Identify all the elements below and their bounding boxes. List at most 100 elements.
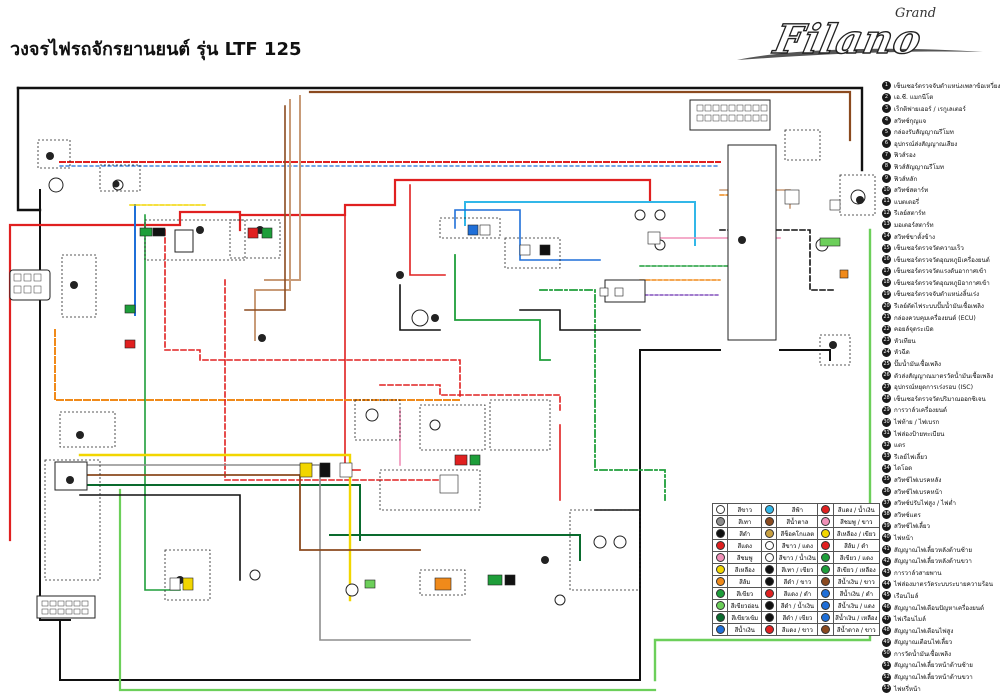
legend-number-icon: 35 (882, 475, 891, 485)
legend-number-icon: 52 (882, 672, 891, 682)
wire-color-name: สีดำ / น้ำเงิน (776, 599, 819, 612)
legend-label: แตร (894, 442, 906, 450)
wire-color-swatch-icon (715, 553, 725, 562)
wire-black (399, 284, 441, 331)
wire-color-swatch-icon (715, 565, 725, 574)
wire-red (238, 178, 652, 217)
lamp-icon (593, 535, 607, 549)
wire-green (454, 254, 551, 361)
legend-label: สวิทซ์แตร (894, 511, 921, 519)
component-box (379, 469, 481, 511)
wire-brown (244, 105, 286, 311)
component-box (61, 254, 97, 318)
fuel-pump-icon (411, 309, 429, 327)
legend-label: ปั๊มน้ำมันเชื้อเพลิง (894, 361, 942, 369)
legend-number-icon: 16 (882, 255, 891, 265)
lamp-icon (613, 535, 627, 549)
lamp-icon (554, 594, 566, 606)
wiring-diagram (8, 86, 876, 692)
wire-color-name: สีเขียว (727, 587, 763, 600)
legend-number-icon: 13 (882, 220, 891, 230)
color-key-row: สีเขียวเข้มสีดำ / เขียวสีน้ำเงิน / เหลือ… (711, 611, 881, 624)
wire-color-swatch-icon (820, 553, 830, 562)
legend-number-icon: 36 (882, 487, 891, 497)
legend-number-icon: 22 (882, 324, 891, 334)
legend-number-icon: 27 (882, 382, 891, 392)
wire-color-name: สีเทา (727, 515, 763, 528)
wire-color-name: สีเขียว / แดง (832, 551, 881, 564)
logo-swoosh-icon (737, 48, 983, 60)
legend-label: การวาล์วเครื่องยนต์ (894, 407, 947, 415)
wire-black (59, 349, 721, 681)
legend-number-icon: 6 (882, 139, 891, 149)
wire-color-swatch-icon (820, 541, 830, 550)
component-box (439, 217, 501, 239)
magneto-icon (48, 177, 64, 193)
legend-number-icon: 37 (882, 498, 891, 508)
legend-label: เซ็นเซอร์ตรวจจับตำแหน่งเพลาข้อเหวี่ยง (894, 82, 1000, 90)
legend-number-icon: 10 (882, 185, 891, 195)
legend-label: รีเลย์สตาร์ท (894, 210, 926, 218)
wire-green-dashed (539, 289, 666, 501)
lamp-icon (345, 583, 359, 597)
component-box (839, 174, 876, 216)
legend-number-icon: 32 (882, 440, 891, 450)
main-switch-connector (174, 229, 194, 253)
spark-plug-icon (365, 408, 379, 422)
legend-number-icon: 45 (882, 591, 891, 601)
wire-color-name: สีส้ม / ดำ (832, 539, 881, 552)
legend-label: การวัดน้ำมันเชื้อเพลิง (894, 650, 952, 658)
legend-label: ไฟส่องมาตรวัดระบบระบายความร้อน (894, 581, 994, 589)
wire-color-name: สีชมพู / ขาว (832, 515, 881, 528)
legend-label: สัญญาณไฟเลี้ยวหน้าด้านขวา (894, 674, 973, 682)
wire-black (519, 309, 641, 331)
legend-number-icon: 14 (882, 232, 891, 242)
legend-label: ไฟส่องป้ายทะเบียน (894, 430, 945, 438)
component-box (44, 459, 101, 581)
wire-color-swatch-icon (820, 505, 830, 514)
wire-color-swatch-icon (764, 505, 774, 514)
wire-color-swatch-icon (820, 589, 830, 598)
legend-label: ไฟหรี่หน้า (894, 685, 921, 693)
legend-label: ฟิวส์หลัก (894, 175, 918, 183)
wire-darkgreen (329, 534, 581, 561)
legend-label: เซ็นเซอร์ตรวจวัดแรงดันอากาศเข้า (894, 268, 987, 276)
legend-label: สวิทซ์กุญแจ (894, 117, 927, 125)
legend-label: สัญญาณไฟเลี้ยวหลังด้านขวา (894, 558, 972, 566)
wire-brown (79, 474, 421, 551)
legend-label: เซ็นเซอร์ตรวจวัดปริมาณออกซิเจน (894, 395, 986, 403)
wire-yellow (78, 453, 352, 602)
wire-color-swatch-icon (764, 553, 774, 562)
wire-black (39, 189, 71, 621)
legend-label: คอยล์จุดระเบิด (894, 326, 934, 334)
logo-grand-text: Grand (895, 6, 937, 21)
color-key-row: สีเขียวสีแดง / ดำสีน้ำเงิน / ดำ (711, 587, 881, 600)
legend-label: ไฟท้าย / ไฟเบรก (894, 419, 940, 427)
wire-color-swatch-icon (715, 577, 725, 586)
component-box (164, 549, 211, 601)
legend-label: เร็กติฟายเออร์ / เรกูเลเตอร์ (894, 105, 966, 113)
wire-color-name: สีน้ำตาล / ขาว (832, 623, 881, 636)
legend-number-icon: 7 (882, 150, 891, 160)
ecu-box (727, 144, 777, 341)
wire-black (79, 494, 241, 581)
legend-number-icon: 34 (882, 463, 891, 473)
legend-label: กล่องควบคุมเครื่องยนต์ (ECU) (894, 314, 976, 322)
legend-number-icon: 20 (882, 301, 891, 311)
wire-orange-dashed (54, 329, 461, 401)
